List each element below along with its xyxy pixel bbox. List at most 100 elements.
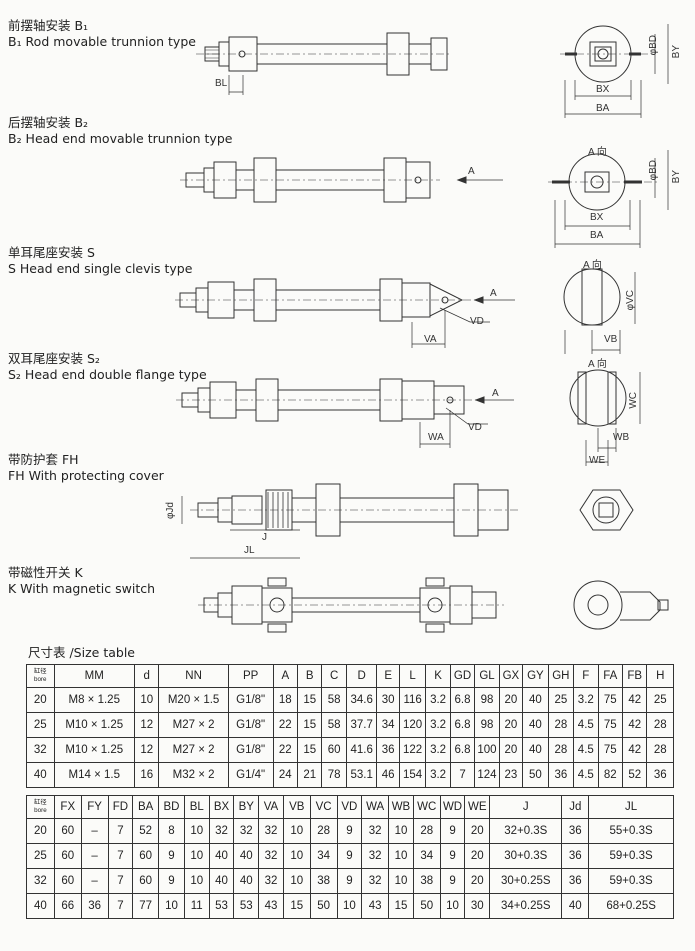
table-cell: 9 [158,868,185,894]
b1-end-view [560,24,669,118]
label-bd: φBD [648,35,659,56]
table-cell: 34 [376,712,400,738]
col-header: VA [258,795,284,819]
col-header: GH [547,664,575,688]
table-cell: 3.2 [573,687,599,713]
col-header: PP [227,664,274,688]
col-header: FD [107,795,134,819]
table-cell: 46 [376,762,400,788]
col-header: Jd [561,795,590,819]
table-cell: M8 × 1.25 [53,687,135,713]
table-cell: 82 [597,762,623,788]
table-cell: 20 [464,818,491,844]
label-ba: BA [596,103,610,114]
table-cell: 34+0.25S [489,893,563,919]
table-cell: 22 [272,737,299,763]
table-cell: 9 [439,818,466,844]
label-vd: VD [470,316,484,327]
table-cell: 28 [309,818,338,844]
table-cell: 60 [321,737,347,763]
bore-cell: 40 [26,762,55,788]
section-title-cn: 带防护套 FH [8,452,79,467]
table-cell: 116 [398,687,427,713]
table-cell: 60 [53,868,82,894]
table-cell: 32 [258,843,284,869]
col-header: VB [282,795,311,819]
table-cell: 43 [258,893,284,919]
table-cell: 36 [376,737,400,763]
label-bx: BX [590,212,604,223]
label-bd: φBD [648,160,659,181]
label-vd: VD [468,422,482,433]
bore-label-cn: 缸径 [34,668,47,675]
fh-end-view [579,489,634,531]
table-cell: 98 [474,712,500,738]
table-cell: 78 [321,762,347,788]
table-cell: 34.6 [345,687,378,713]
table-cell: 36 [80,893,109,919]
table-cell: 36 [561,818,590,844]
table-cell: 4.5 [573,762,599,788]
table-cell: 32+0.3S [489,818,563,844]
bore-label-en: bore [34,807,47,814]
table-cell: 10 [183,843,210,869]
table-cell: 12 [133,712,160,738]
table-cell: 20 [498,687,524,713]
table-cell: 36 [561,868,590,894]
k-end-view [573,580,669,630]
table-cell: 37.7 [345,712,378,738]
table-cell: 4.5 [573,712,599,738]
table-cell: G1/4" [227,762,274,788]
col-header: FB [621,664,648,688]
table-cell: 3.2 [425,687,451,713]
table-cell: M27 × 2 [158,712,229,738]
table-cell: 28 [646,712,674,738]
table-cell: 30 [464,893,491,919]
label-bx: BX [596,84,610,95]
table-cell: 60 [132,868,160,894]
table-cell: 60 [132,843,160,869]
label-a: A [490,288,497,299]
table-cell: 50 [309,893,338,919]
label-vb: VB [604,334,618,345]
s2-end-view [569,369,641,466]
table-cell: 75 [597,737,623,763]
table-cell: 40 [522,687,549,713]
table-cell: 60 [53,818,82,844]
col-header: E [376,664,400,688]
col-header: C [321,664,347,688]
table-cell: 40 [208,868,235,894]
table-cell: M10 × 1.25 [53,712,135,738]
table-cell: 40 [233,843,260,869]
table-cell: 7 [107,843,134,869]
table-caption: 尺寸表 /Size table [28,645,135,660]
table-cell: 42 [621,737,648,763]
table-cell: M20 × 1.5 [158,687,229,713]
bore-cell: 25 [26,843,55,869]
table-cell: 41.6 [345,737,378,763]
section-title-cn: 前摆轴安装 B₁ [8,18,89,33]
table-cell: 53.1 [345,762,378,788]
col-header: GY [522,664,549,688]
table-cell: 59+0.3S [588,868,674,894]
table-cell: G1/8" [227,687,274,713]
table-cell: 36 [561,843,590,869]
col-header: NN [158,664,229,688]
table-cell: 10 [439,893,466,919]
table-cell: 43 [361,893,390,919]
table-cell: 25 [547,687,575,713]
label-by: BY [671,45,682,59]
table-cell: 20 [464,868,491,894]
table-cell: 124 [474,762,500,788]
label-a: A [492,388,499,399]
table-cell: 32 [361,818,390,844]
col-header: GX [498,664,524,688]
table-cell: 40 [522,712,549,738]
col-header: GD [449,664,476,688]
table-cell: 30 [376,687,400,713]
col-header: BD [158,795,185,819]
table-cell: 10 [388,843,414,869]
